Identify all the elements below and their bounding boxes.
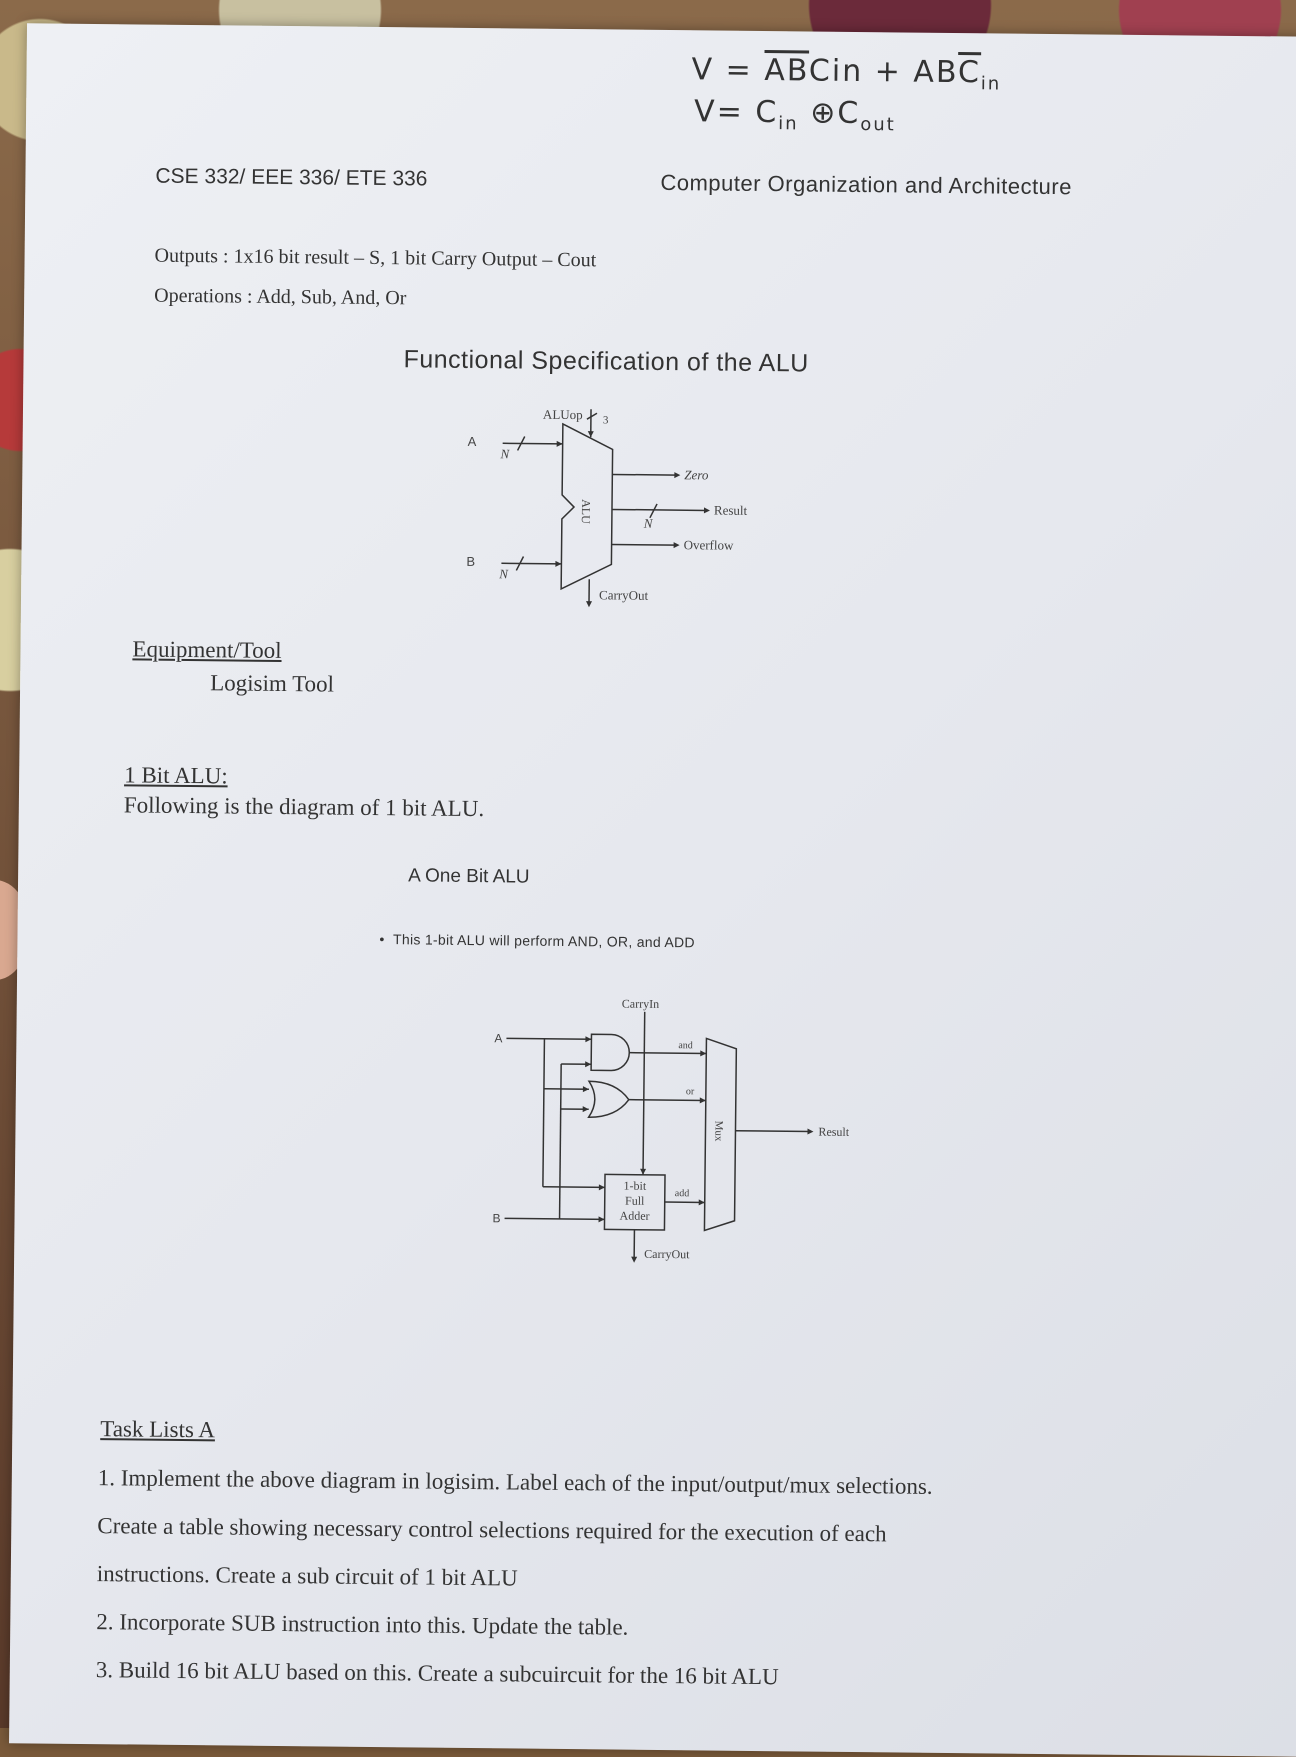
handwritten-equation-1: V = ABCin + ABCin	[691, 52, 1001, 94]
alu-block-diagram: ALUop 3 A B N N N Zero Result Overflow C…	[461, 388, 843, 622]
eq2-cout: C	[837, 96, 860, 131]
eq1-cin: Cin	[809, 53, 864, 89]
zero-wire	[612, 474, 677, 475]
aluop-width: 3	[603, 414, 609, 426]
one-bit-carryout-label: CarryOut	[644, 1247, 690, 1261]
outputs-spec: Outputs : 1x16 bit result – S, 1 bit Car…	[154, 245, 596, 273]
one-bit-heading: 1 Bit ALU:	[124, 762, 228, 789]
width-n-b: N	[498, 566, 509, 581]
eq1-sub-in: in	[981, 73, 1002, 94]
carryin-label: CarryIn	[622, 997, 659, 1011]
width-n-result: N	[643, 516, 654, 531]
functional-spec-title: Functional Specification of the ALU	[403, 345, 809, 378]
diagram-input-b: B	[466, 554, 475, 569]
carryin-wire	[643, 1012, 645, 1175]
add-label: add	[675, 1188, 690, 1199]
mux-label: Mux	[712, 1121, 724, 1142]
operations-spec: Operations : Add, Sub, And, Or	[154, 285, 406, 311]
equipment-tool: Logisim Tool	[210, 670, 334, 697]
a-wire	[506, 1038, 591, 1039]
one-bit-result-label: Result	[818, 1125, 849, 1139]
task-heading: Task Lists A	[100, 1416, 215, 1443]
overflow-label: Overflow	[684, 537, 735, 553]
eq2-prefix: V= C	[694, 94, 779, 130]
one-bit-alu-diagram: CarryIn A B and or add 1-bit Full Adder …	[484, 988, 887, 1312]
input-a-wire	[503, 443, 563, 444]
one-bit-intro: Following is the diagram of 1 bit ALU.	[124, 792, 485, 822]
handwritten-equation-2: V= Cin ⊕Cout	[694, 94, 896, 135]
overflow-wire	[612, 544, 677, 545]
and-label: and	[678, 1040, 693, 1051]
adder-line-3: Adder	[620, 1209, 650, 1223]
adder-line-2: Full	[625, 1194, 645, 1208]
zero-label: Zero	[684, 467, 709, 482]
or-label: or	[686, 1086, 695, 1097]
aluop-label: ALUop	[543, 407, 583, 422]
result-label: Result	[714, 503, 748, 518]
eq2-sub-in: in	[778, 113, 799, 134]
eq1-bar-c: C	[958, 55, 981, 90]
eq1-prefix: V =	[691, 52, 764, 88]
one-bit-diagram-title: A One Bit ALU	[408, 865, 530, 888]
b-wire	[505, 1218, 605, 1219]
eq1-plus-term: + AB	[863, 54, 958, 90]
bullet-text: This 1-bit ALU will perform AND, OR, and…	[393, 931, 695, 950]
eq2-sub-out: out	[860, 114, 896, 135]
carryout-label: CarryOut	[599, 587, 649, 603]
eq1-bar-term: AB	[764, 53, 809, 88]
course-codes: CSE 332/ EEE 336/ ETE 336	[155, 165, 427, 192]
result-wire	[612, 509, 707, 510]
alu-label: ALU	[579, 499, 593, 524]
xor-symbol: ⊕	[810, 96, 838, 131]
result-wire	[735, 1131, 810, 1132]
equipment-heading: Equipment/Tool	[132, 636, 281, 664]
task-list: 1. Implement the above diagram in logisi…	[96, 1454, 1248, 1706]
bullet-marker: •	[379, 931, 393, 947]
document-page: V = ABCin + ABCin V= Cin ⊕Cout CSE 332/ …	[9, 23, 1296, 1756]
course-title: Computer Organization and Architecture	[660, 170, 1072, 200]
or-gate	[589, 1081, 629, 1117]
one-bit-bullet: • This 1-bit ALU will perform AND, OR, a…	[379, 931, 695, 950]
and-gate	[591, 1034, 629, 1070]
adder-line-1: 1-bit	[623, 1179, 646, 1193]
one-bit-input-b: B	[492, 1211, 500, 1225]
one-bit-input-a: A	[494, 1031, 502, 1045]
input-b-wire	[501, 563, 561, 564]
width-n-a: N	[499, 446, 510, 461]
diagram-input-a: A	[468, 434, 477, 449]
